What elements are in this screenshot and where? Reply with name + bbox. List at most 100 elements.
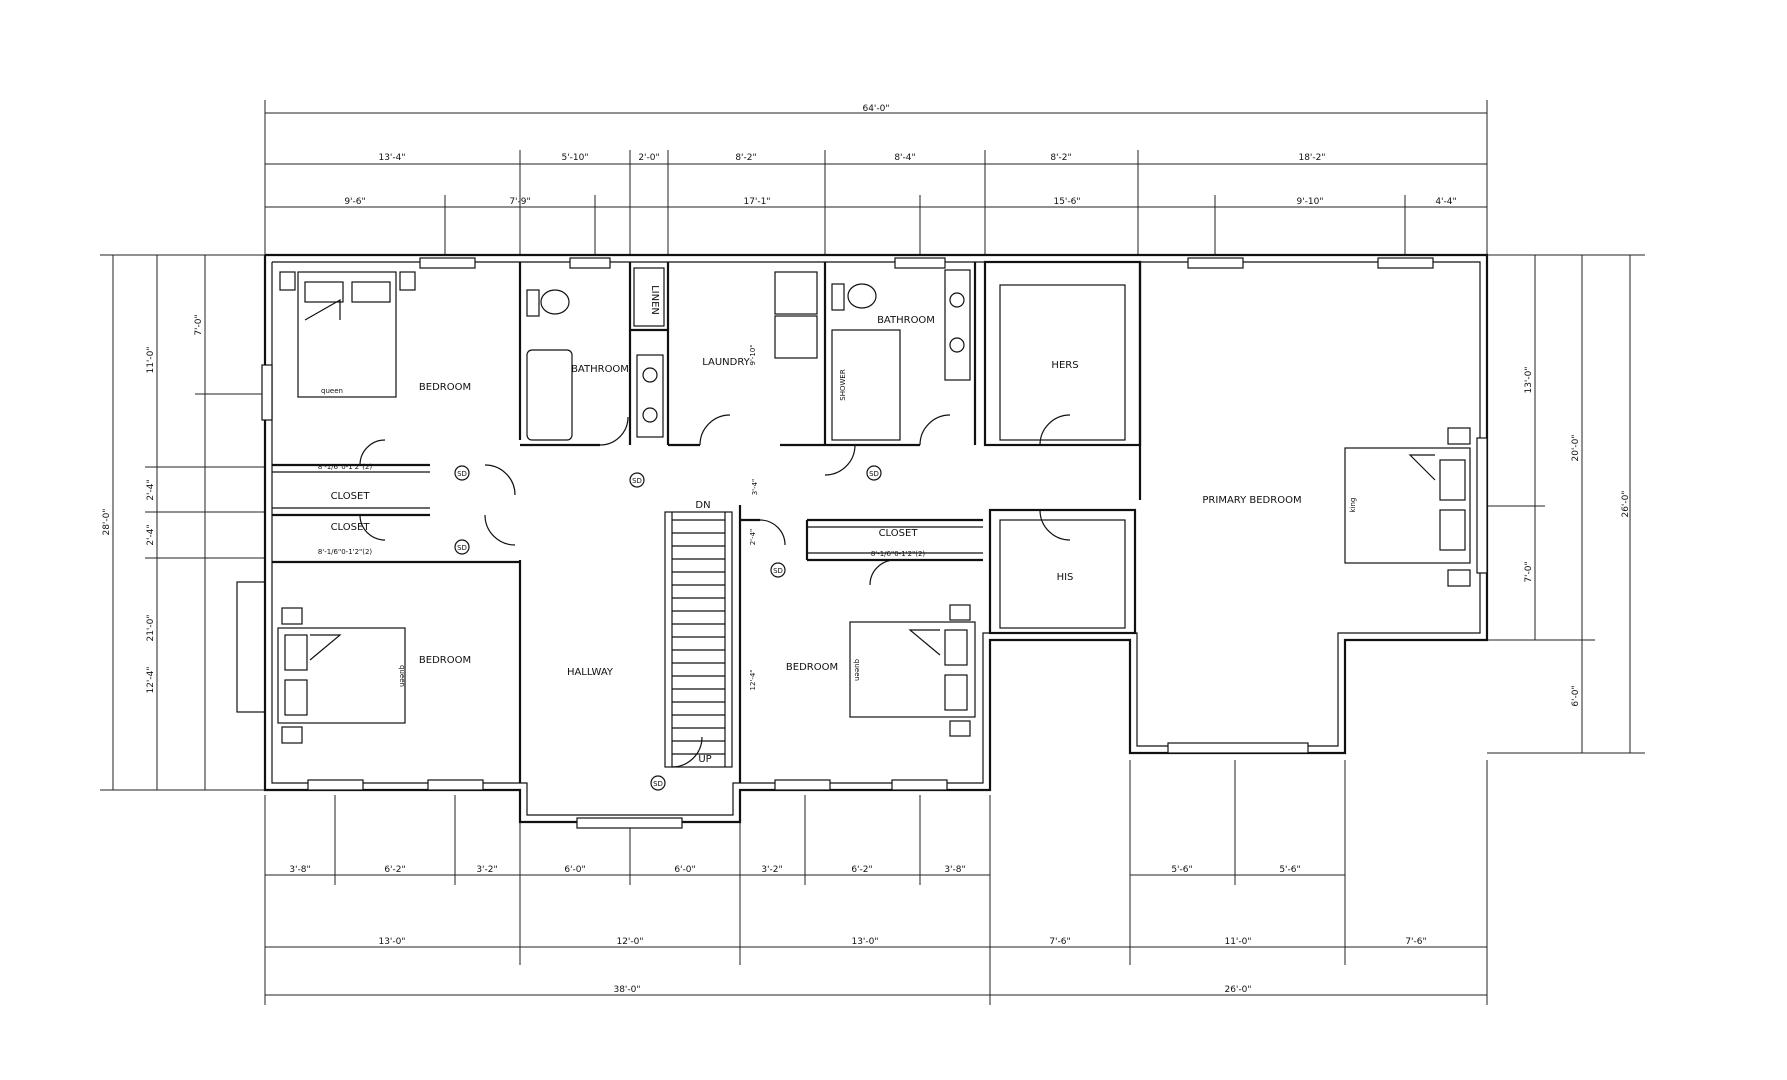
dim-bot1-3: 6'-0" (564, 865, 585, 875)
smoke-detector-icon (454, 465, 470, 481)
bed-queen-center (849, 621, 976, 718)
door-label-2: 8'-1/6"0-1'2"(2) (318, 548, 373, 556)
dim-top2-6: 18'-2" (1298, 153, 1325, 163)
window (427, 779, 484, 791)
shower-label: SHOWER (839, 369, 847, 401)
smoke-detectors: SD SD SD SD SD SD (454, 465, 882, 791)
smoke-detector-label: SD (653, 780, 663, 788)
smoke-detector-icon (650, 775, 666, 791)
room-labels: BEDROOM BEDROOM BEDROOM BATHROOM BATHROO… (318, 285, 1302, 678)
room-bedroom-sw: BEDROOM (419, 655, 471, 666)
smoke-detector-icon (454, 539, 470, 555)
dim-top2-3: 8'-2" (735, 153, 756, 163)
dimension-labels: 64'-0" 13'-4" 5'-10" 2'-0" 8'-2" 8'-4" 8… (102, 104, 1631, 995)
furniture (277, 267, 1471, 744)
dim-top3-2: 17'-1" (743, 197, 770, 207)
bed-label-king: king (1349, 498, 1357, 513)
dim-left-inner-3: 12'-4" (146, 666, 156, 693)
smoke-detector-label: SD (457, 544, 467, 552)
window (569, 257, 611, 269)
dim-bot1-4: 6'-0" (674, 865, 695, 875)
fixture-labels: queen queen queen king DN UP SHOWER (321, 369, 1357, 765)
room-linen: LINEN (649, 285, 660, 315)
window (891, 779, 948, 791)
dim-top3-0: 9'-6" (344, 197, 365, 207)
stair-down-label: DN (695, 500, 710, 511)
windows (236, 257, 1488, 829)
stair-treads (672, 519, 725, 755)
dim-right-inner-1: 7'-0" (1524, 561, 1534, 582)
dim-center-bedroom: 12'-4" (749, 669, 757, 690)
room-bathroom-2: BATHROOM (877, 315, 935, 326)
dim-top2-1: 5'-10" (561, 153, 588, 163)
dim-bot2-2: 13'-0" (851, 937, 878, 947)
room-bedroom-nw: BEDROOM (419, 382, 471, 393)
dim-top3-1: 7'-9" (509, 197, 530, 207)
dim-right-overall: 26'-0" (1621, 490, 1631, 517)
window (774, 779, 831, 791)
dim-left-mid-0: 11'-0" (146, 346, 156, 373)
dim-left-mid-1: 21'-0" (146, 614, 156, 641)
dim-right-mid: 20'-0" (1571, 434, 1581, 461)
dim-top2-2: 2'-0" (638, 153, 659, 163)
dim-bot2-4: 11'-0" (1224, 937, 1251, 947)
bathtub (526, 349, 573, 441)
vanity (636, 354, 664, 438)
dim-left-inner-2: 2'-4" (146, 524, 156, 545)
dim-top2-5: 8'-2" (1050, 153, 1071, 163)
window (261, 364, 273, 421)
window (419, 257, 476, 269)
room-closet-2: CLOSET (331, 522, 371, 533)
dim-top-overall: 64'-0" (862, 104, 889, 114)
dim-right-inner-2: 6'-0" (1571, 685, 1581, 706)
toilet (540, 289, 570, 315)
washer (774, 271, 818, 315)
dim-top3-3: 15'-6" (1053, 197, 1080, 207)
bed-label-queen-3: queen (853, 659, 861, 681)
window (307, 779, 364, 791)
smoke-detector-label: SD (869, 470, 879, 478)
dim-left-inner-0: 7'-0" (194, 314, 204, 335)
stair-up-label: UP (698, 754, 711, 765)
door-label-1: 8'-1/6"0-1'2"(2) (318, 463, 373, 471)
dim-bot1-9: 5'-6" (1279, 865, 1300, 875)
smoke-detector-icon (866, 465, 882, 481)
dim-top2-0: 13'-4" (378, 153, 405, 163)
dim-bot2-5: 7'-6" (1405, 937, 1426, 947)
smoke-detector-label: SD (457, 470, 467, 478)
room-bathroom-1: BATHROOM (571, 364, 629, 375)
dim-bot2-1: 12'-0" (616, 937, 643, 947)
dim-right-inner-0: 13'-0" (1524, 366, 1534, 393)
door-swings (359, 414, 1071, 768)
room-closet-3: CLOSET (879, 528, 919, 539)
dim-top3-4: 9'-10" (1296, 197, 1323, 207)
window (1187, 257, 1244, 269)
dim-left-overall: 28'-0" (102, 508, 112, 535)
room-primary-bedroom: PRIMARY BEDROOM (1202, 495, 1301, 506)
dimension-lines (100, 100, 1645, 1005)
smoke-detector-label: SD (773, 567, 783, 575)
window (1377, 257, 1434, 269)
dim-bot-overall-1: 26'-0" (1224, 985, 1251, 995)
bed-queen-sw (277, 627, 406, 724)
dim-bot1-2: 3'-2" (476, 865, 497, 875)
dim-bot-overall-0: 38'-0" (613, 985, 640, 995)
smoke-detector-label: SD (632, 477, 642, 485)
room-hallway: HALLWAY (567, 667, 614, 678)
window (894, 257, 946, 269)
room-his: HIS (1057, 572, 1074, 583)
dim-bot1-1: 6'-2" (384, 865, 405, 875)
window (1476, 437, 1488, 574)
dim-closet-depth: 2'-4" (749, 529, 757, 546)
dim-bot1-8: 5'-6" (1171, 865, 1192, 875)
dim-bot2-0: 13'-0" (378, 937, 405, 947)
dim-top3-5: 4'-4" (1435, 197, 1456, 207)
window (1167, 742, 1309, 754)
dim-bot1-5: 3'-2" (761, 865, 782, 875)
toilet-2 (847, 283, 877, 309)
dim-bot1-6: 6'-2" (851, 865, 872, 875)
dim-bot2-3: 7'-6" (1049, 937, 1070, 947)
dryer (774, 315, 818, 359)
dim-bot1-7: 3'-8" (944, 865, 965, 875)
